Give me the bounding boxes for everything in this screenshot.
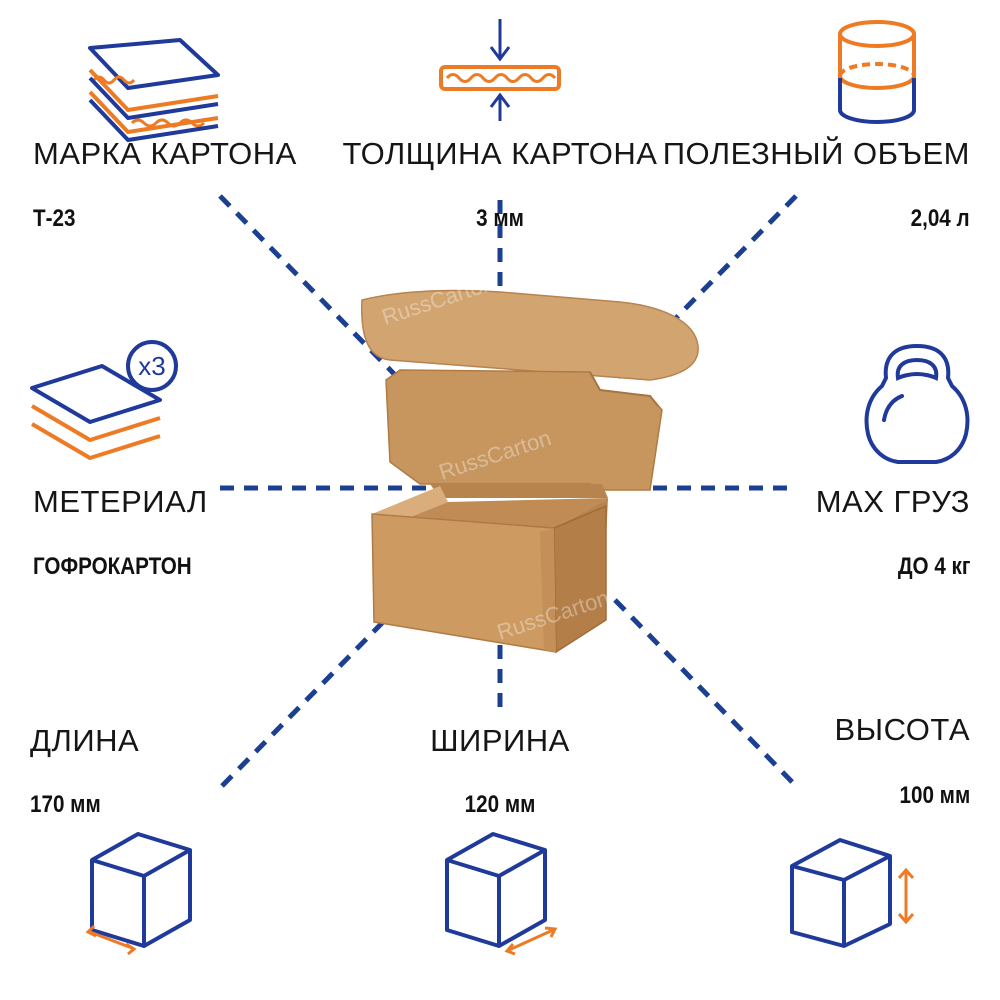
max-load-value: ДО 4 кг bbox=[897, 553, 970, 580]
volume-value: 2,04 л bbox=[910, 205, 970, 232]
thickness-label: ТОЛЩИНА КАРТОНА bbox=[342, 136, 658, 171]
brand-label: МАРКА КАРТОНА bbox=[33, 136, 297, 171]
cube-width-icon bbox=[445, 832, 558, 956]
brand-value: Т-23 bbox=[33, 205, 76, 232]
thickness-arrows-icon bbox=[439, 19, 561, 121]
material-label: МЕТЕРИАЛ bbox=[33, 484, 208, 519]
length-label: ДЛИНА bbox=[30, 723, 140, 758]
width-value: 120 мм bbox=[464, 791, 536, 818]
connector-length bbox=[220, 618, 387, 788]
connector-volume bbox=[613, 194, 798, 382]
height-label: ВЫСОТА bbox=[834, 712, 970, 747]
box-inner-back bbox=[430, 484, 608, 498]
connector-brand bbox=[218, 194, 402, 382]
corrugated-layers-icon bbox=[88, 38, 220, 142]
thickness-value: 3 мм bbox=[476, 205, 524, 232]
width-label: ШИРИНА bbox=[430, 723, 570, 758]
cylinder-volume-icon bbox=[838, 20, 916, 124]
length-value: 170 мм bbox=[30, 791, 101, 818]
open-cardboard-box: RussCarton RussCarton RussCarton bbox=[361, 270, 699, 654]
max-load-label: MAX ГРУЗ bbox=[815, 484, 970, 519]
cube-length-icon bbox=[85, 832, 192, 956]
lid-top-flap bbox=[361, 289, 699, 381]
material-value: ГОФРОКАРТОН bbox=[33, 553, 192, 580]
cube-height-icon bbox=[790, 838, 915, 948]
connector-height bbox=[613, 598, 798, 788]
kettlebell-icon bbox=[864, 344, 970, 464]
box-side-panel bbox=[553, 504, 607, 654]
sheets-x3-icon bbox=[30, 340, 178, 460]
height-value: 100 мм bbox=[899, 782, 970, 809]
x3-badge: x3 bbox=[138, 351, 166, 381]
lid-panel bbox=[385, 369, 663, 491]
volume-label: ПОЛЕЗНЫЙ ОБЪЕМ bbox=[662, 136, 970, 171]
